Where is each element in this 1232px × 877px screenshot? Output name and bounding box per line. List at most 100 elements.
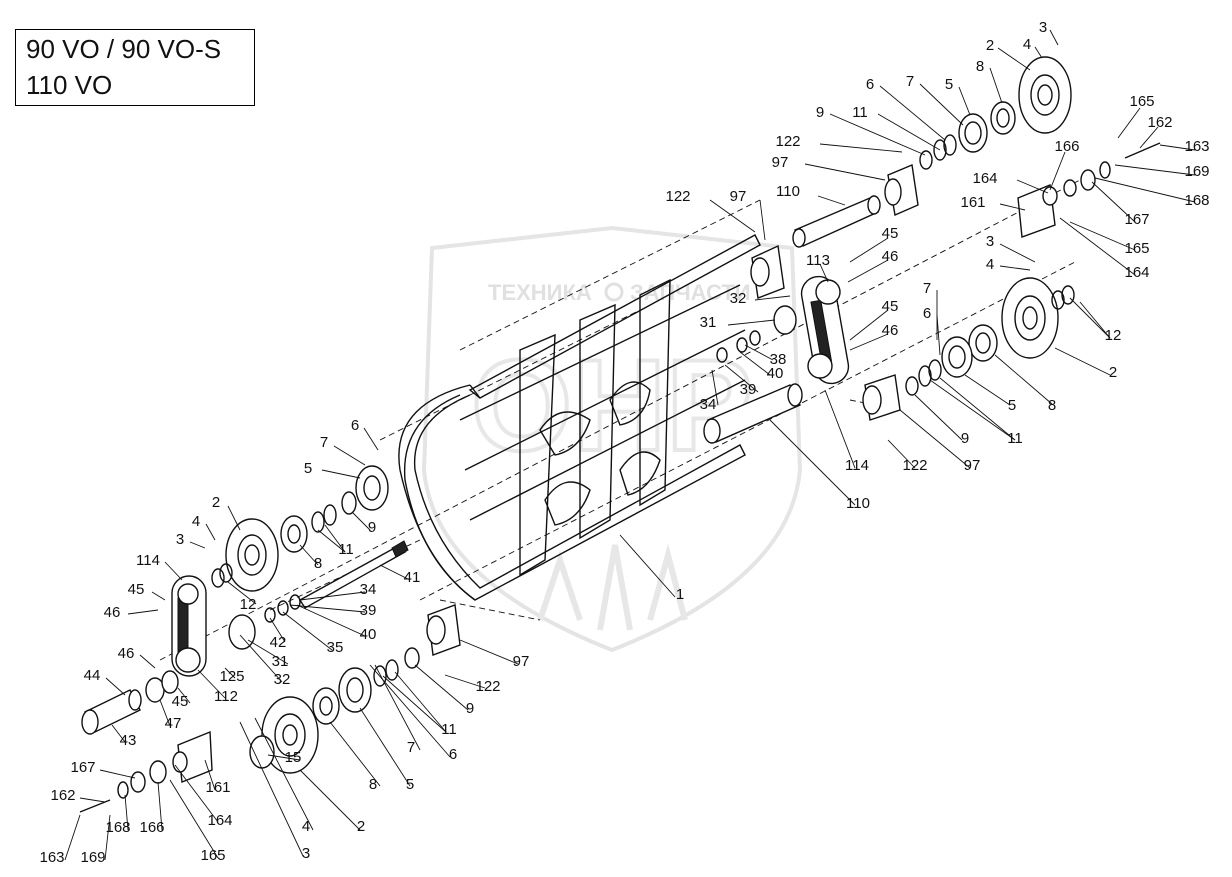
part-callout-3: 3 (986, 233, 994, 250)
part-callout-46: 46 (118, 645, 135, 662)
part-callout-163: 163 (1184, 138, 1209, 155)
flange-2-top (1018, 56, 1072, 134)
part-callout-7: 7 (923, 280, 931, 297)
bearing-housings-97 (426, 164, 919, 656)
part-callout-112: 112 (214, 688, 238, 705)
belt-drive-lower (171, 575, 207, 677)
shaft-110-upper (792, 195, 881, 248)
part-callout-165: 165 (1129, 93, 1154, 110)
part-callout-2: 2 (986, 37, 994, 54)
part-callout-45: 45 (882, 225, 899, 242)
leader-lines (64, 29, 1196, 861)
part-callout-6: 6 (449, 746, 457, 763)
part-callout-46: 46 (882, 248, 899, 265)
part-callout-122: 122 (665, 188, 690, 205)
shaft-41 (299, 540, 409, 609)
part-callout-164: 164 (1124, 264, 1149, 281)
part-callout-161: 161 (205, 779, 230, 796)
part-callout-41: 41 (404, 569, 421, 586)
part-callout-9: 9 (816, 104, 824, 121)
part-callout-40: 40 (360, 626, 377, 643)
part-callout-97: 97 (730, 188, 747, 205)
part-callout-122: 122 (475, 678, 500, 695)
part-callout-6: 6 (351, 417, 359, 434)
part-callout-5: 5 (945, 76, 953, 93)
watermark-shield (421, 225, 803, 653)
part-callout-4: 4 (192, 513, 200, 530)
part-callout-4: 4 (1023, 36, 1031, 53)
part-callout-97: 97 (513, 653, 530, 670)
part-callout-122: 122 (902, 457, 927, 474)
part-callout-97: 97 (772, 154, 789, 171)
part-callout-165: 165 (200, 847, 225, 864)
part-callout-32: 32 (274, 671, 291, 688)
part-callout-4: 4 (986, 256, 994, 273)
part-callout-114: 114 (845, 457, 869, 474)
part-callout-31: 31 (700, 314, 717, 331)
part-callout-5: 5 (304, 460, 312, 477)
part-callout-34: 34 (700, 396, 717, 413)
part-callout-6: 6 (923, 305, 931, 322)
part-callout-11: 11 (441, 721, 457, 738)
part-callout-125: 125 (219, 668, 244, 685)
part-callout-7: 7 (906, 73, 914, 90)
model-title-line-2: 110 VO (26, 70, 113, 100)
part-callout-1: 1 (676, 586, 684, 603)
part-callout-34: 34 (360, 581, 377, 598)
part-callout-12: 12 (1105, 327, 1122, 344)
part-callout-8: 8 (1048, 397, 1056, 414)
part-callout-168: 168 (105, 819, 130, 836)
gear-icon (604, 282, 624, 302)
part-callout-162: 162 (1147, 114, 1172, 131)
part-callout-9: 9 (368, 519, 376, 536)
part-callout-114: 114 (136, 552, 160, 569)
part-callout-4: 4 (302, 818, 310, 835)
part-callout-8: 8 (314, 555, 322, 572)
part-callout-45: 45 (128, 581, 145, 598)
part-callout-8: 8 (976, 58, 984, 75)
part-callout-38: 38 (770, 351, 787, 368)
part-callout-12: 12 (240, 596, 257, 613)
part-callout-8: 8 (369, 776, 377, 793)
part-callout-3: 3 (176, 531, 184, 548)
part-callout-110: 110 (776, 183, 800, 200)
flange-2-right (1001, 277, 1059, 359)
part-callout-122: 122 (775, 133, 800, 150)
drive-coupling (81, 670, 179, 735)
part-callout-32: 32 (730, 290, 747, 307)
shaft-110-lower (703, 383, 803, 444)
part-callout-7: 7 (320, 434, 328, 451)
part-callout-164: 164 (972, 170, 997, 187)
part-callout-3: 3 (1039, 19, 1047, 36)
part-callout-97: 97 (964, 457, 981, 474)
model-title-box: 90 VO / 90 VO-S 110 VO (15, 29, 255, 106)
part-callout-3: 3 (302, 845, 310, 862)
part-callout-47: 47 (165, 715, 182, 732)
part-callout-167: 167 (1124, 211, 1149, 228)
part-callout-5: 5 (406, 776, 414, 793)
part-callout-39: 39 (740, 381, 757, 398)
part-callout-166: 166 (1054, 138, 1079, 155)
part-callout-43: 43 (120, 732, 137, 749)
part-callout-44: 44 (84, 667, 101, 684)
part-callout-11: 11 (1007, 430, 1023, 447)
part-callout-164: 164 (207, 812, 232, 829)
end-plates (79, 142, 1161, 813)
part-callout-110: 110 (846, 495, 870, 512)
part-callout-35: 35 (327, 639, 344, 656)
part-callout-7: 7 (407, 739, 415, 756)
part-callout-42: 42 (270, 634, 287, 651)
part-callout-167: 167 (70, 759, 95, 776)
part-callout-165: 165 (1124, 240, 1149, 257)
part-callout-45: 45 (172, 693, 189, 710)
bearings-and-rings (211, 101, 1075, 725)
part-callout-46: 46 (882, 322, 899, 339)
part-callout-2: 2 (212, 494, 220, 511)
model-title-line-1: 90 VO / 90 VO-S (26, 34, 222, 64)
part-callout-113: 113 (806, 252, 830, 269)
part-callout-2: 2 (357, 818, 365, 835)
part-callout-9: 9 (961, 430, 969, 447)
belt-drive-upper (800, 275, 850, 385)
